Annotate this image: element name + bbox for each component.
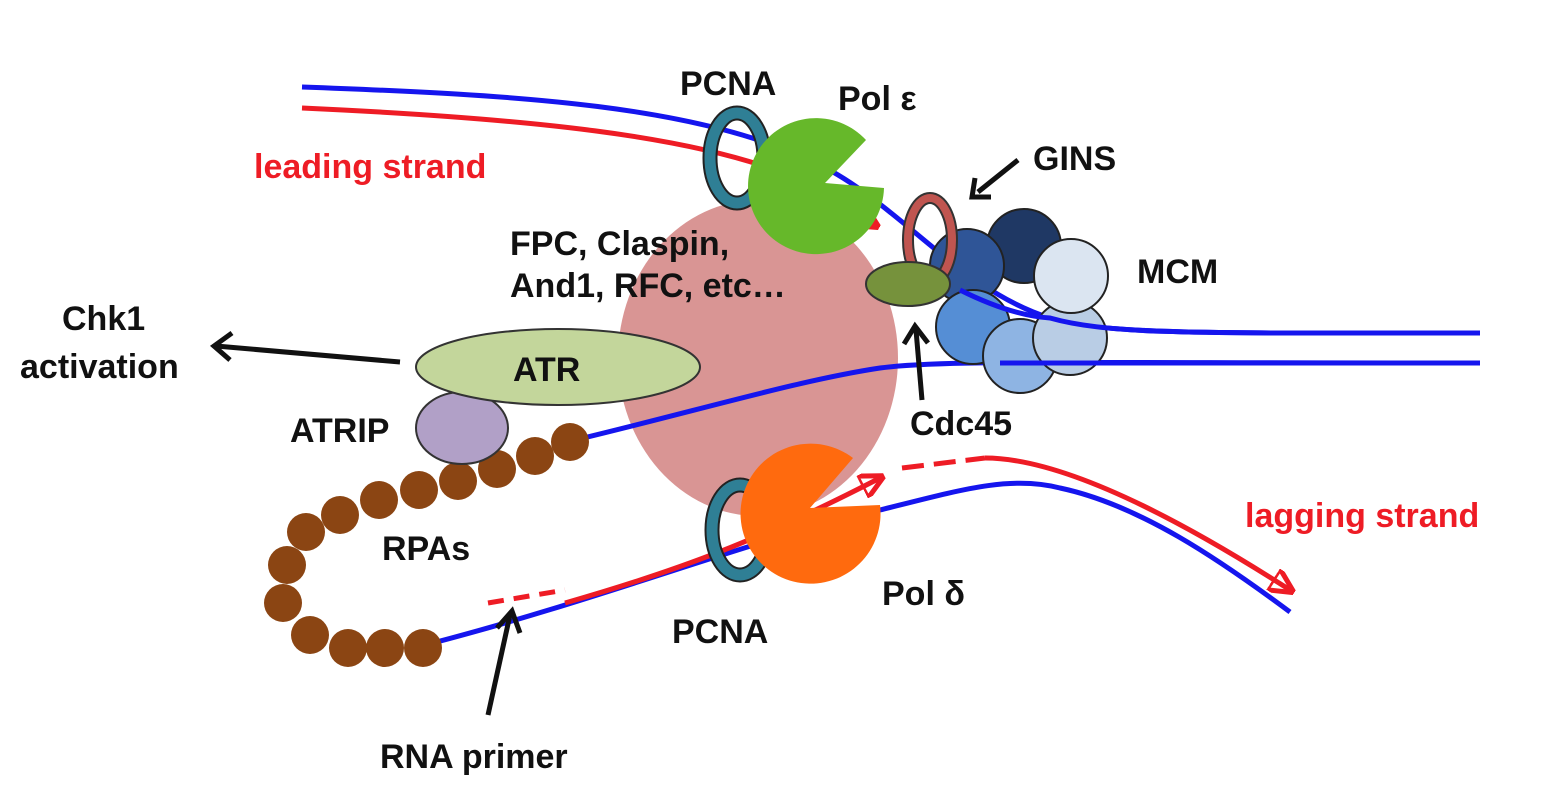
rpa-bead [478,450,516,488]
rna-primer-arrow [485,614,513,716]
complex-label-line1: FPC, Claspin, [510,225,729,263]
rpa-bead [404,629,442,667]
cdc45-protein [865,261,951,307]
rpa-bead [516,437,554,475]
rpa-bead [321,496,359,534]
mcm-label: MCM [1137,253,1218,291]
rna-primer-segment [487,587,566,606]
atrip-protein [415,391,509,465]
cdc45-arrow-head [901,321,930,346]
rpas-label: RPAs [382,530,470,568]
rpa-chain [264,423,589,667]
atrip-label: ATRIP [290,412,389,450]
rpa-bead [268,546,306,584]
pcna-bottom-label: PCNA [672,613,768,651]
pointer-arrows [209,158,1020,716]
pol-delta [740,443,881,584]
rpa-bead [329,629,367,667]
lagging-nascent-strand-right [984,455,1290,590]
pol-delta-label: Pol δ [882,575,965,613]
rpa-bead [287,513,325,551]
template-through-mcm [958,287,1481,336]
lagging-strand-label: lagging strand [1245,497,1479,535]
gins-label: GINS [1033,140,1116,178]
rpa-bead [400,471,438,509]
gins-arrow [976,158,1020,194]
pcna-top-label: PCNA [680,65,776,103]
okazaki-primer-segment [901,455,986,471]
fpc-claspin-complex [618,200,898,516]
leading-strand-label: leading strand [254,148,486,186]
rpa-bead [360,481,398,519]
rpa-bead [439,462,477,500]
pol-epsilon-label: Pol ε [838,80,916,118]
chk1-label-line1: Chk1 [62,300,145,338]
atr-protein [415,328,701,406]
pol-epsilon [748,118,884,255]
rpa-bead [366,629,404,667]
rpa-bead [551,423,589,461]
gins-arrow-head [969,177,991,200]
complex-label-line2: And1, RFC, etc… [510,267,786,305]
chk1-arrow [215,343,401,365]
chk1-label-line2: activation [20,348,179,386]
rpa-bead [264,584,302,622]
cdc45-arrow [913,329,925,401]
rna-primer-arrow-head [495,606,523,634]
rna-primer-label: RNA primer [380,738,568,776]
atr-label: ATR [513,351,580,389]
cdc45-label: Cdc45 [910,405,1012,443]
mcm-subunit [1033,238,1109,314]
chk1-arrow-head [209,330,234,362]
rpa-bead [291,616,329,654]
